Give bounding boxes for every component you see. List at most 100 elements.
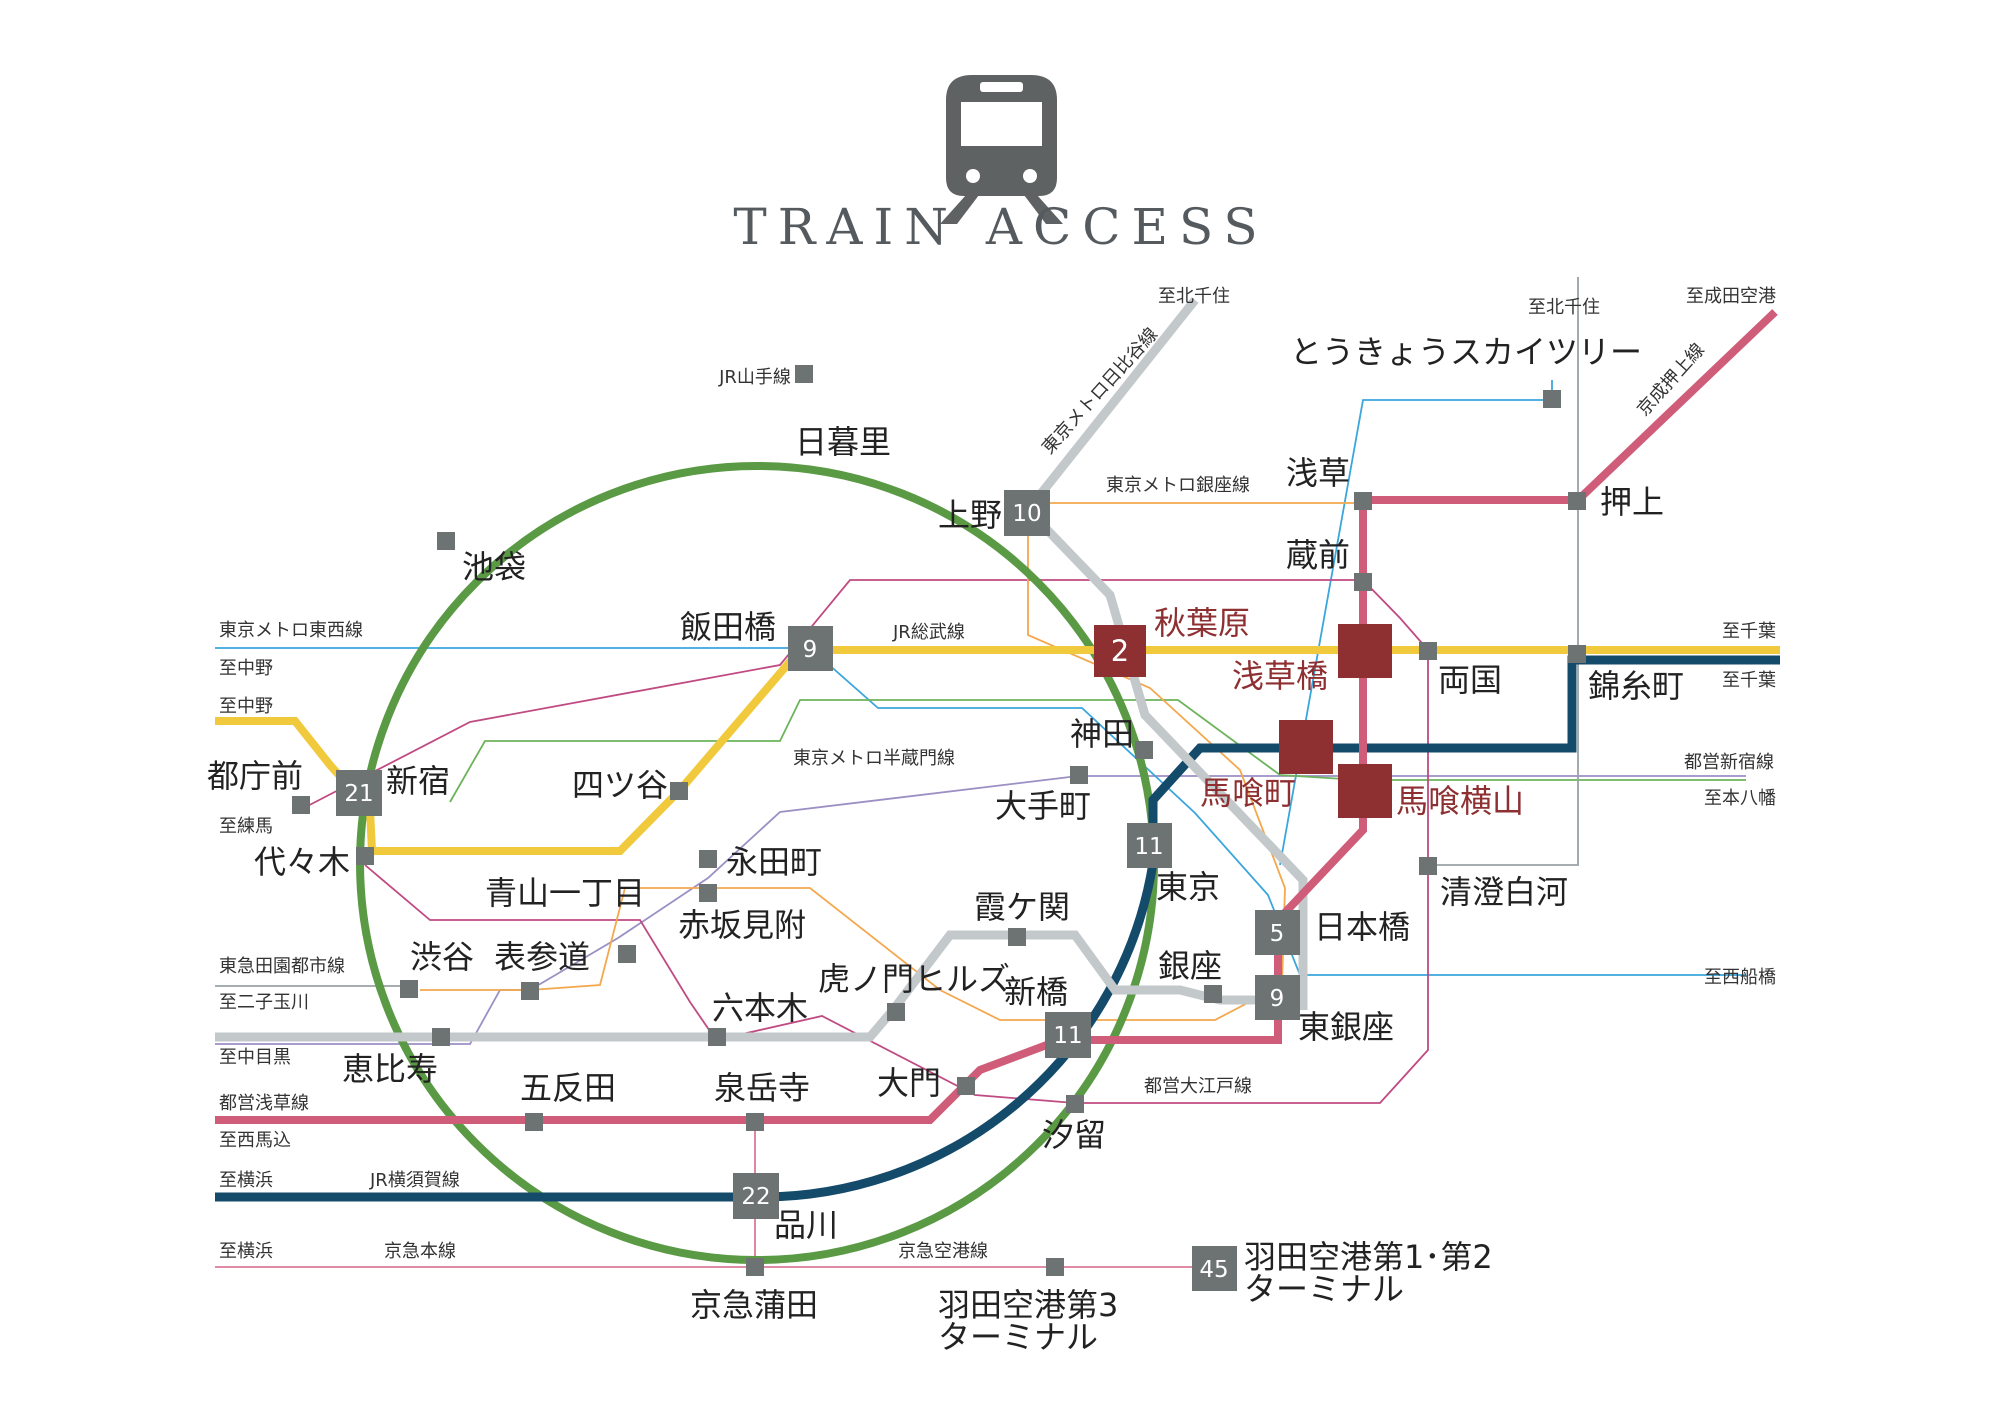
station-marker-asakusa[interactable] xyxy=(1354,492,1372,510)
station-marker-gotanda[interactable] xyxy=(525,1113,543,1131)
station-marker-yoyogi[interactable] xyxy=(356,847,374,865)
label-sobu: JR総武線 xyxy=(892,622,965,643)
label-tozai: 東京メトロ東西線 xyxy=(219,620,363,641)
station-higashiginza-box[interactable]: 9 xyxy=(1255,975,1300,1020)
name-daimon: 大門 xyxy=(877,1064,941,1102)
name-nagatacho: 永田町 xyxy=(726,843,822,881)
station-marker-nippori[interactable] xyxy=(795,365,813,383)
higashiginza-minutes: 9 xyxy=(1270,986,1285,1012)
station-marker-toranomon[interactable] xyxy=(887,1003,905,1021)
name-omotesando: 表参道 xyxy=(494,938,590,976)
name-akihabara: 秋葉原 xyxy=(1154,604,1250,642)
label-keikyu-airport: 京急空港線 xyxy=(898,1241,988,1262)
shinjuku-minutes: 21 xyxy=(344,781,373,807)
name-iidabashi: 飯田橋 xyxy=(680,608,776,646)
station-marker-ryogoku[interactable] xyxy=(1419,642,1437,660)
name-shinjuku: 新宿 xyxy=(386,762,450,800)
nihonbashi-minutes: 5 xyxy=(1270,921,1285,947)
station-akihabara-box[interactable]: 2 xyxy=(1094,625,1146,677)
name-oshiage: 押上 xyxy=(1600,483,1664,521)
ginza-line xyxy=(420,513,1286,1021)
station-marker-otemachi[interactable] xyxy=(1070,766,1088,784)
station-marker-ginza[interactable] xyxy=(1204,985,1222,1003)
station-marker-shiodome[interactable] xyxy=(1066,1095,1084,1113)
name-yoyogi: 代々木 xyxy=(254,843,350,881)
dest-nakano-2: 至中野 xyxy=(219,696,273,717)
name-haneda12-l2: ターミナル xyxy=(1244,1270,1404,1308)
station-marker-skytree[interactable] xyxy=(1543,390,1561,408)
station-haneda12-box[interactable]: 45 xyxy=(1192,1246,1237,1291)
station-marker-kanda[interactable] xyxy=(1135,741,1153,759)
oedo-line xyxy=(295,579,1429,1104)
station-marker-tochomae[interactable] xyxy=(292,796,310,814)
name-haneda3-l1: 羽田空港第3 xyxy=(938,1286,1118,1324)
dest-kitasenju-2: 至北千住 xyxy=(1528,297,1600,318)
asakusa-line xyxy=(215,309,1778,1124)
station-iidabashi-box[interactable]: 9 xyxy=(788,626,833,671)
name-otemachi: 大手町 xyxy=(995,787,1091,825)
name-sengakuji: 泉岳寺 xyxy=(714,1069,810,1107)
shimbashi-minutes: 11 xyxy=(1053,1023,1082,1049)
name-asakusa: 浅草 xyxy=(1286,454,1350,492)
name-kanda: 神田 xyxy=(1070,715,1134,753)
station-shinagawa-box[interactable]: 22 xyxy=(733,1173,779,1219)
dest-nakano-1: 至中野 xyxy=(219,658,273,679)
label-asakusa: 都営浅草線 xyxy=(219,1093,309,1114)
station-marker-roppongi[interactable] xyxy=(708,1028,726,1046)
station-marker-omotesando[interactable] xyxy=(521,982,539,1000)
station-marker-nagatacho[interactable] xyxy=(699,850,717,868)
name-ryogoku: 両国 xyxy=(1438,661,1502,699)
station-marker-kasumigaseki[interactable] xyxy=(1008,928,1026,946)
station-marker-oshiage[interactable] xyxy=(1568,492,1586,510)
label-shinjuku: 都営新宿線 xyxy=(1684,752,1774,773)
name-kinshicho: 錦糸町 xyxy=(1588,667,1684,705)
label-ginza: 東京メトロ銀座線 xyxy=(1106,475,1250,496)
station-asakusabashi-box[interactable] xyxy=(1338,624,1392,678)
name-ueno: 上野 xyxy=(938,496,1002,534)
station-tokyo-box[interactable]: 11 xyxy=(1127,823,1172,868)
station-marker-daimon[interactable] xyxy=(957,1077,975,1095)
name-toranomon: 虎ノ門ヒルズ xyxy=(818,960,1010,998)
station-marker-ebisu[interactable] xyxy=(432,1028,450,1046)
station-marker-shibuya[interactable] xyxy=(400,980,418,998)
station-shinjuku-box[interactable]: 21 xyxy=(336,770,382,816)
dest-nishimagome: 至西馬込 xyxy=(219,1130,291,1151)
station-shimbashi-box[interactable]: 11 xyxy=(1045,1012,1091,1058)
station-bakuroyokoyama-box[interactable] xyxy=(1338,764,1392,818)
dest-nishifunabashi: 至西船橋 xyxy=(1704,967,1776,988)
name-shinagawa: 品川 xyxy=(774,1206,838,1244)
station-marker-kinshicho[interactable] xyxy=(1568,645,1586,663)
ginza-line-2 xyxy=(1028,496,1364,504)
name-shibuya: 渋谷 xyxy=(410,938,474,976)
station-marker-kiyosumi[interactable] xyxy=(1419,857,1437,875)
station-marker-haneda3[interactable] xyxy=(1046,1258,1064,1276)
name-haneda12-l1: 羽田空港第1･第2 xyxy=(1244,1238,1493,1276)
name-gotanda: 五反田 xyxy=(520,1069,616,1107)
name-tokyo: 東京 xyxy=(1156,868,1220,906)
station-marker-kuramae[interactable] xyxy=(1354,573,1372,591)
station-marker-aoyama[interactable] xyxy=(618,945,636,963)
name-bakurocho: 馬喰町 xyxy=(1200,774,1296,812)
label-yokosuka: JR横須賀線 xyxy=(369,1170,460,1191)
dest-chiba-2: 至千葉 xyxy=(1722,670,1776,691)
station-nihonbashi-box[interactable]: 5 xyxy=(1255,910,1300,955)
station-ueno-box[interactable]: 10 xyxy=(1004,490,1050,536)
station-marker-keikyukamata[interactable] xyxy=(746,1258,764,1276)
name-asakusabashi: 浅草橋 xyxy=(1232,657,1328,695)
station-marker-yotsuya[interactable] xyxy=(670,782,688,800)
dest-chiba-1: 至千葉 xyxy=(1722,621,1776,642)
dest-nakameguro: 至中目黒 xyxy=(219,1047,291,1068)
name-keikyukamata: 京急蒲田 xyxy=(690,1286,818,1324)
dest-kitasenju-1: 至北千住 xyxy=(1158,286,1230,307)
station-marker-ikebukuro[interactable] xyxy=(437,532,455,550)
name-nippori: 日暮里 xyxy=(795,423,891,461)
name-haneda3-l2: ターミナル xyxy=(938,1318,1098,1356)
dest-narita: 至成田空港 xyxy=(1686,286,1776,307)
name-shimbashi: 新橋 xyxy=(1004,973,1068,1011)
station-marker-sengakuji[interactable] xyxy=(746,1113,764,1131)
dest-futakotamagawa: 至二子玉川 xyxy=(219,992,309,1013)
station-bakurocho-box[interactable] xyxy=(1279,720,1333,774)
station-marker-akasakamitsuke[interactable] xyxy=(699,884,717,902)
name-tochomae: 都庁前 xyxy=(207,757,303,795)
dest-motoyawata: 至本八幡 xyxy=(1704,788,1776,809)
